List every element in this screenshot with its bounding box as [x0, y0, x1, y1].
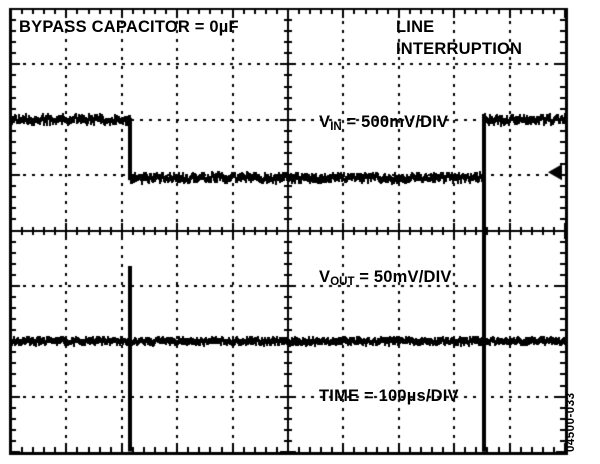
vin-subscript: IN [330, 121, 342, 133]
time-scale-label: TIME = 100µs/DIV [319, 387, 459, 406]
vout-value: = 50mV/DIV [355, 268, 452, 286]
vout-symbol: V [319, 268, 330, 286]
vout-subscript: OUT [330, 276, 354, 288]
vin-symbol: V [319, 113, 330, 131]
vin-scale-label: VIN = 500mV/DIV [319, 113, 448, 132]
line-interruption-label-line1: LINE [396, 18, 434, 37]
vin-value: = 500mV/DIV [342, 113, 449, 131]
bypass-capacitor-label: BYPASS CAPACITOR = 0µF [19, 18, 239, 37]
figure-id-label: 04500-033 [565, 352, 581, 452]
line-interruption-label-line2: INTERRUPTION [396, 40, 522, 59]
vout-scale-label: VOUT = 50mV/DIV [319, 268, 452, 287]
